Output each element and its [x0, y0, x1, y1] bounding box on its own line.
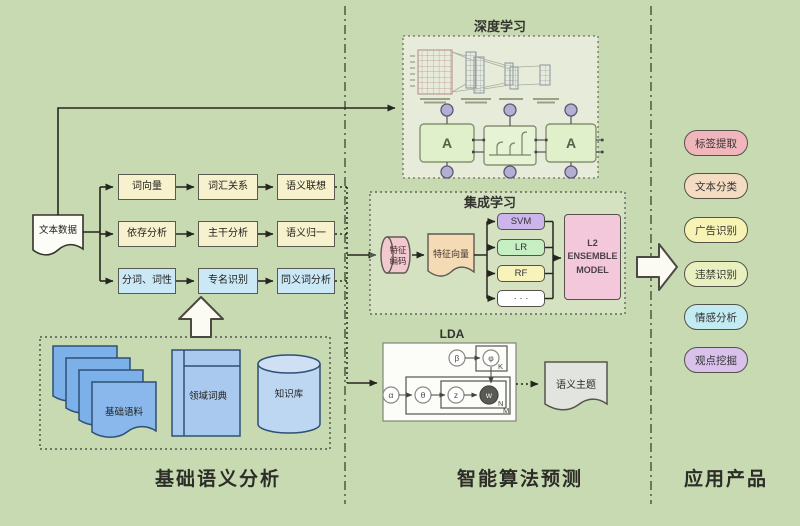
knowledge-base-cylinder	[257, 354, 321, 434]
resources-box	[39, 336, 331, 450]
svg-text:K: K	[498, 362, 503, 371]
pipeline-cell-ner: 专名识别	[198, 268, 258, 294]
feature-vector-doc-shape	[427, 233, 475, 277]
pipeline-cell-word-vector: 词向量	[118, 174, 176, 200]
right-arrow	[636, 243, 678, 291]
collector-connectors	[335, 186, 378, 387]
product-pill-tag-extraction: 标签提取	[684, 130, 748, 156]
model-box-svm: SVM	[497, 213, 545, 230]
product-pill-banned-detection: 违禁识别	[684, 261, 748, 287]
pipeline-cell-semantic-norm: 语义归一	[277, 221, 335, 247]
knowledge-base-label: 知识库	[274, 388, 304, 400]
svg-text:α: α	[389, 390, 394, 400]
product-pill-opinion-mining: 观点挖掘	[684, 347, 748, 373]
topic-doc-shape	[544, 361, 608, 411]
pipeline-cell-segmentation: 分词、词性	[118, 268, 176, 294]
svg-text:w: w	[485, 390, 493, 400]
svg-text:θ: θ	[421, 390, 426, 400]
svg-text:β: β	[455, 353, 460, 363]
feature-encoder-label: 特征编码	[389, 245, 407, 266]
pipeline-cell-synonym: 同义词分析	[277, 268, 335, 294]
dictionary-book-shape	[171, 349, 241, 437]
section-divider-lines	[344, 6, 652, 504]
dictionary-label: 领域词典	[188, 390, 227, 402]
lda-node-labels: β φ α θ z w	[389, 353, 495, 400]
section-label-application-products: 应用产品	[683, 468, 768, 490]
lda-plate-diagram: β φ α θ z w K N M	[382, 342, 539, 422]
svg-text:M: M	[503, 406, 509, 415]
model-box-lr: LR	[497, 239, 545, 256]
model-box-more: · · ·	[497, 290, 545, 307]
product-pill-text-classify: 文本分类	[684, 173, 748, 199]
svg-text:z: z	[454, 390, 458, 400]
lda-title: LDA	[439, 327, 465, 341]
pipeline-arrows	[176, 183, 274, 285]
text-data-doc-shape	[32, 214, 84, 256]
lstm-sketch: A A	[419, 103, 604, 179]
svg-text:N: N	[498, 399, 503, 408]
section-label-basic-semantic: 基础语义分析	[154, 468, 281, 490]
pipeline-cell-trunk-analysis: 主干分析	[198, 221, 258, 247]
lstm-cell-a-right: A	[566, 135, 576, 151]
section-label-intelligent-prediction: 智能算法预测	[456, 468, 583, 490]
corpus-docs-shape	[52, 345, 157, 438]
pipeline-cell-dependency: 依存分析	[118, 221, 176, 247]
lda-plate-labels: K N M	[498, 362, 509, 415]
product-pill-ad-detection: 广告识别	[684, 217, 748, 243]
svg-text:φ: φ	[488, 353, 494, 363]
source-connectors	[57, 104, 396, 285]
lstm-cell-a-left: A	[442, 135, 452, 151]
deep-learning-title: 深度学习	[473, 18, 526, 34]
corpus-label: 基础语料	[104, 406, 143, 418]
l2-ensemble-model-box: L2 ENSEMBLE MODEL	[564, 214, 621, 300]
cnn-caption-marks	[420, 98, 559, 104]
cnn-sketch	[410, 49, 559, 104]
ensemble-connectors	[412, 218, 562, 302]
up-arrow	[178, 296, 224, 338]
feature-encoder-cylinder	[380, 236, 411, 274]
product-pill-sentiment: 情感分析	[684, 304, 748, 330]
text-data-doc-label: 文本数据	[38, 224, 77, 236]
model-box-rf: RF	[497, 265, 545, 282]
pipeline-cell-semantic-assoc: 语义联想	[277, 174, 335, 200]
ensemble-title: 集成学习	[463, 195, 516, 210]
topic-doc-label: 语义主题	[556, 379, 596, 391]
feature-vector-label: 特征向量	[432, 248, 469, 259]
pipeline-cell-lexical-relation: 词汇关系	[198, 174, 258, 200]
